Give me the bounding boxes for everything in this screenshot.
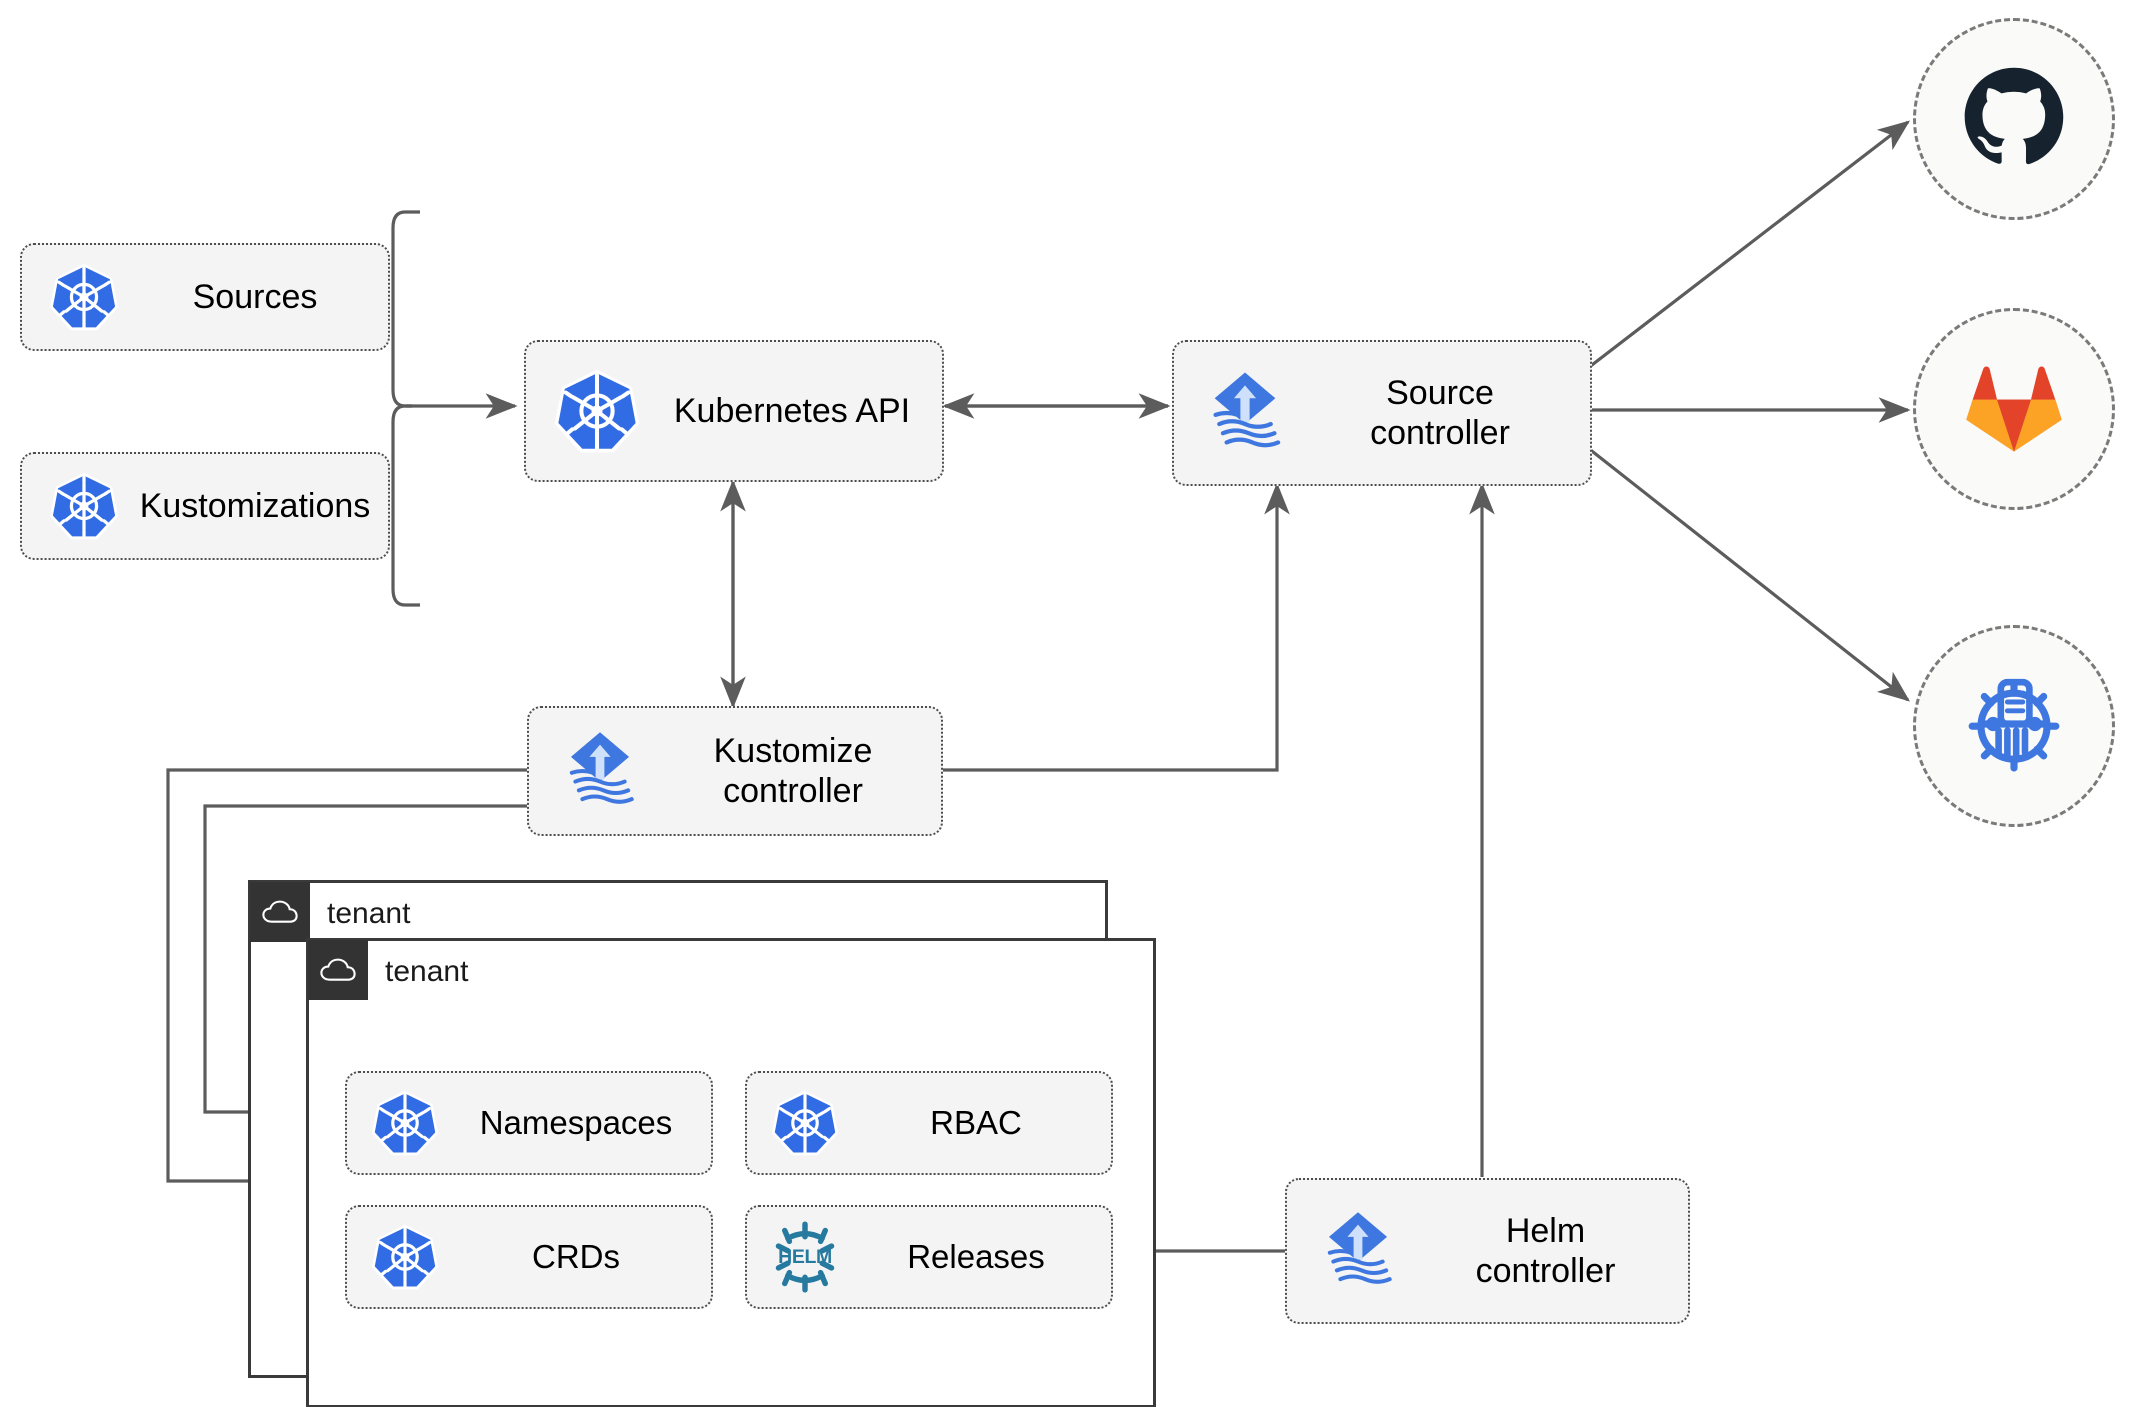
gitlab-icon	[1961, 354, 2067, 465]
node-releases-label: Releases	[907, 1237, 1045, 1275]
node-namespaces[interactable]: Namespaces	[345, 1071, 713, 1175]
edge-resources-brace-lower	[391, 404, 420, 607]
kubernetes-icon	[36, 469, 132, 543]
external-source-gitlab[interactable]	[1913, 308, 2115, 510]
kubernetes-icon	[759, 1087, 851, 1159]
svg-text:HELM: HELM	[778, 1246, 832, 1268]
node-rbac-label: RBAC	[930, 1103, 1022, 1141]
node-crds-label: CRDs	[532, 1237, 620, 1275]
node-source-controller-label: Source controller	[1370, 373, 1510, 452]
node-rbac[interactable]: RBAC	[745, 1071, 1113, 1175]
edge-kustomize-to-source	[942, 482, 1290, 772]
node-kubernetes-api[interactable]: Kubernetes API	[524, 340, 944, 482]
edge-source-to-helmrepo	[1587, 446, 1911, 702]
cloud-icon	[250, 882, 310, 942]
tenant-outer-title: tenant	[327, 897, 411, 930]
node-kustomizations[interactable]: Kustomizations	[20, 452, 390, 560]
kubernetes-icon	[359, 1087, 451, 1159]
node-namespaces-label: Namespaces	[479, 1103, 673, 1141]
helm-chart-repository-icon	[1959, 669, 2069, 784]
flux-icon	[1303, 1207, 1413, 1295]
cloud-icon	[308, 940, 368, 1000]
github-icon	[1958, 61, 2070, 178]
edge-resources-brace	[391, 210, 420, 408]
node-sources[interactable]: Sources	[20, 243, 390, 351]
node-kustomize-controller-label: Kustomize controller	[713, 731, 873, 810]
node-kustomize-controller[interactable]: Kustomize controller	[527, 706, 943, 836]
kubernetes-icon	[36, 260, 132, 334]
external-source-helm-repository[interactable]	[1913, 625, 2115, 827]
kubernetes-icon	[359, 1221, 451, 1293]
node-kubernetes-api-label: Kubernetes API	[673, 391, 911, 430]
node-sources-label: Sources	[192, 277, 318, 316]
node-helm-controller-label: Helm controller	[1475, 1211, 1616, 1290]
node-crds[interactable]: CRDs	[345, 1205, 713, 1309]
tenant-inner-title: tenant	[385, 955, 469, 988]
tenant-resources-grid: Namespaces RBAC	[345, 1071, 1113, 1309]
flux-icon	[545, 727, 655, 815]
node-kustomizations-label: Kustomizations	[139, 486, 371, 525]
helm-icon: HELM	[759, 1218, 851, 1296]
external-source-github[interactable]	[1913, 18, 2115, 220]
node-source-controller[interactable]: Source controller	[1172, 340, 1592, 486]
node-releases[interactable]: HELM Releases	[745, 1205, 1113, 1309]
flux-icon	[1190, 367, 1300, 459]
edge-source-to-github	[1587, 120, 1911, 370]
kubernetes-icon	[542, 365, 652, 457]
node-helm-controller[interactable]: Helm controller	[1285, 1178, 1690, 1324]
tenant-container-inner[interactable]: tenant Namespaces	[306, 938, 1156, 1407]
